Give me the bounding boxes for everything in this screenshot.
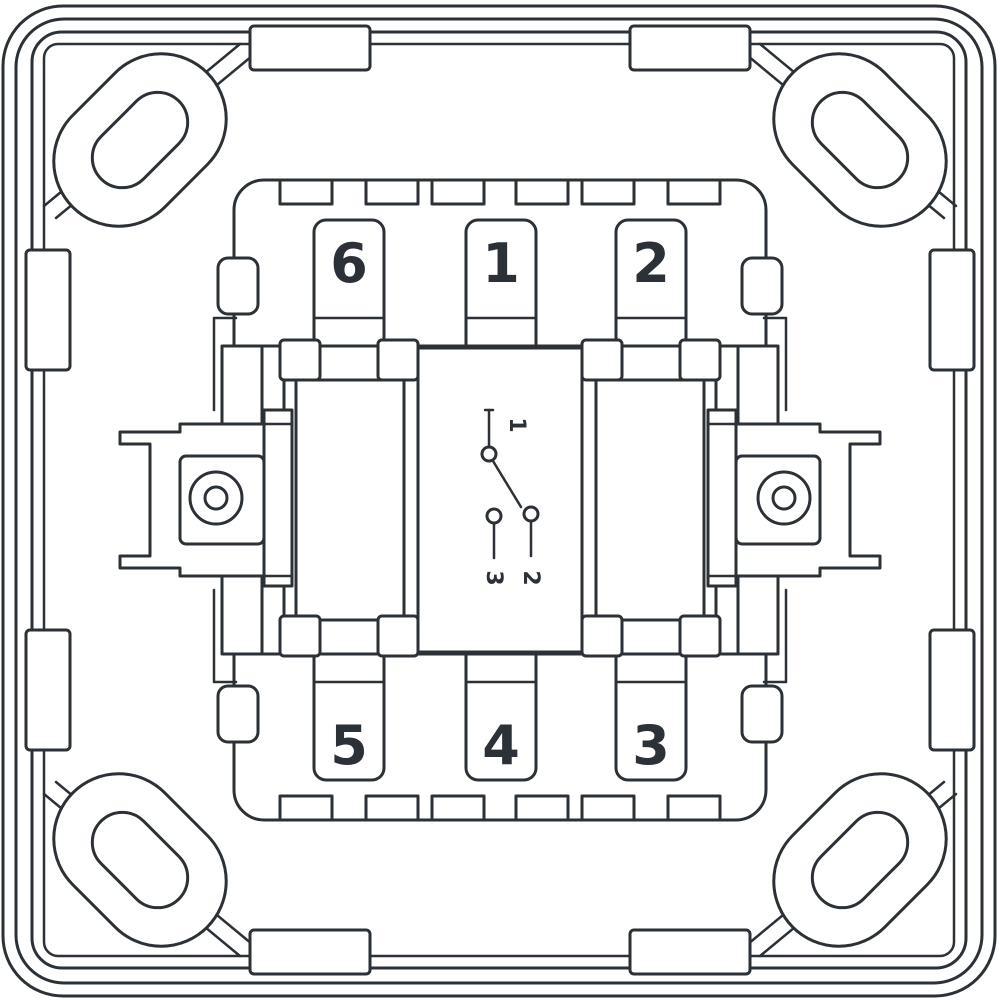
terminal-top-left [312,218,386,362]
mounting-slot-bottom-left [52,772,228,948]
schematic-label-2: 2 [518,570,543,585]
housing-side-tabs [212,256,788,744]
schematic-label-common: 1 [504,417,529,432]
terminal-label-bottom-center: 4 [482,714,520,777]
terminal-label-top-left: 6 [330,232,368,295]
inner-frame-line [42,42,956,958]
rocker-block-left [260,338,420,658]
schematic-label-3: 3 [481,570,506,585]
terminal-bottom-right [614,638,688,782]
mounting-slot-top-left [52,52,228,228]
inner-frame [30,30,968,970]
mounting-slot-bottom-right [772,772,948,948]
terminal-label-bottom-right: 3 [632,714,670,777]
center-plate [416,346,584,654]
outer-frame [1,4,997,998]
outer-frame-inner-line [14,17,984,985]
housing-notches [278,178,722,822]
terminal-label-top-right: 2 [632,232,670,295]
screw-clamp-right [706,408,882,588]
frame-clips [24,24,976,976]
terminal-label-bottom-left: 5 [330,714,368,777]
terminal-label-top-center: 1 [482,232,520,295]
switch-schematic: 1 2 3 [480,408,543,586]
screw-clamp-left [118,408,294,588]
